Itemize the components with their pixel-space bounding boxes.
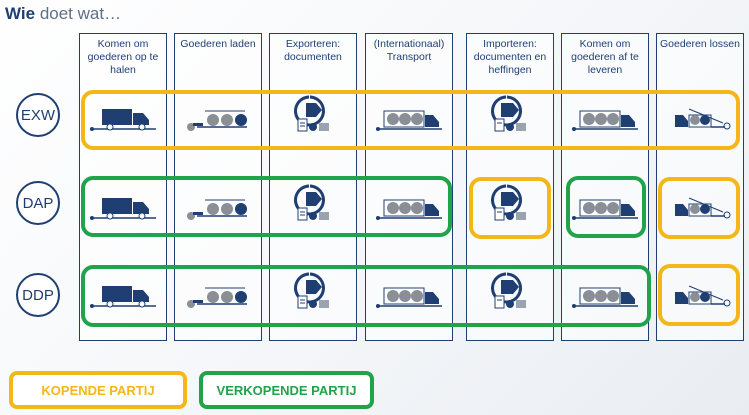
ddp-seller-box: [81, 265, 651, 327]
title-bold: Wie: [5, 4, 36, 23]
loading-trailer-icon: [183, 93, 253, 137]
legend-buyer: KOPENDE PARTIJ: [9, 371, 187, 409]
import-documents-icon: [475, 182, 545, 226]
export-documents-icon: [278, 93, 348, 137]
loading-trailer-icon: [183, 182, 253, 226]
import-documents-icon: [475, 93, 545, 137]
term-dap: DAP: [16, 181, 60, 225]
unloading-truck-icon: [665, 182, 735, 226]
column-header-label: Komen om goederen af te leveren: [571, 38, 639, 76]
column-header-label: Goederen laden: [180, 38, 256, 50]
container-truck-icon: [374, 270, 444, 314]
unloading-truck-icon: [665, 270, 735, 314]
term-ddp: DDP: [16, 273, 60, 317]
export-documents-icon: [278, 182, 348, 226]
term-exw: EXW: [16, 93, 60, 137]
exw-buyer-box: [81, 90, 740, 150]
dap-seller-box-delivery: [566, 176, 646, 238]
delivery-truck-icon: [570, 270, 640, 314]
legend-seller: VERKOPENDE PARTIJ: [199, 371, 374, 409]
column-header-label: Komen om goederen op te halen: [87, 38, 159, 76]
export-documents-icon: [278, 270, 348, 314]
delivery-truck-icon: [570, 182, 640, 226]
truck-icon: [88, 182, 158, 226]
column-header-label: Goederen lossen: [660, 38, 740, 50]
import-documents-icon: [475, 270, 545, 314]
column-header-label: Exporteren: documenten: [284, 38, 342, 63]
unloading-truck-icon: [665, 93, 735, 137]
dap-buyer-box-import: [469, 177, 551, 239]
loading-trailer-icon: [183, 270, 253, 314]
container-truck-icon: [374, 93, 444, 137]
ddp-buyer-box: [658, 264, 740, 326]
delivery-truck-icon: [570, 93, 640, 137]
container-truck-icon: [374, 182, 444, 226]
dap-buyer-box-unloading: [658, 177, 740, 239]
dap-seller-box: [81, 176, 452, 237]
truck-icon: [88, 93, 158, 137]
column-loading: Goederen laden: [174, 33, 262, 341]
column-header-label: Importeren: documenten en heffingen: [473, 38, 547, 76]
truck-icon: [88, 270, 158, 314]
column-header-label: (Internationaal) Transport: [373, 38, 445, 63]
title-rest: doet wat…: [39, 4, 122, 23]
page-title: Wie doet wat…: [5, 4, 121, 24]
